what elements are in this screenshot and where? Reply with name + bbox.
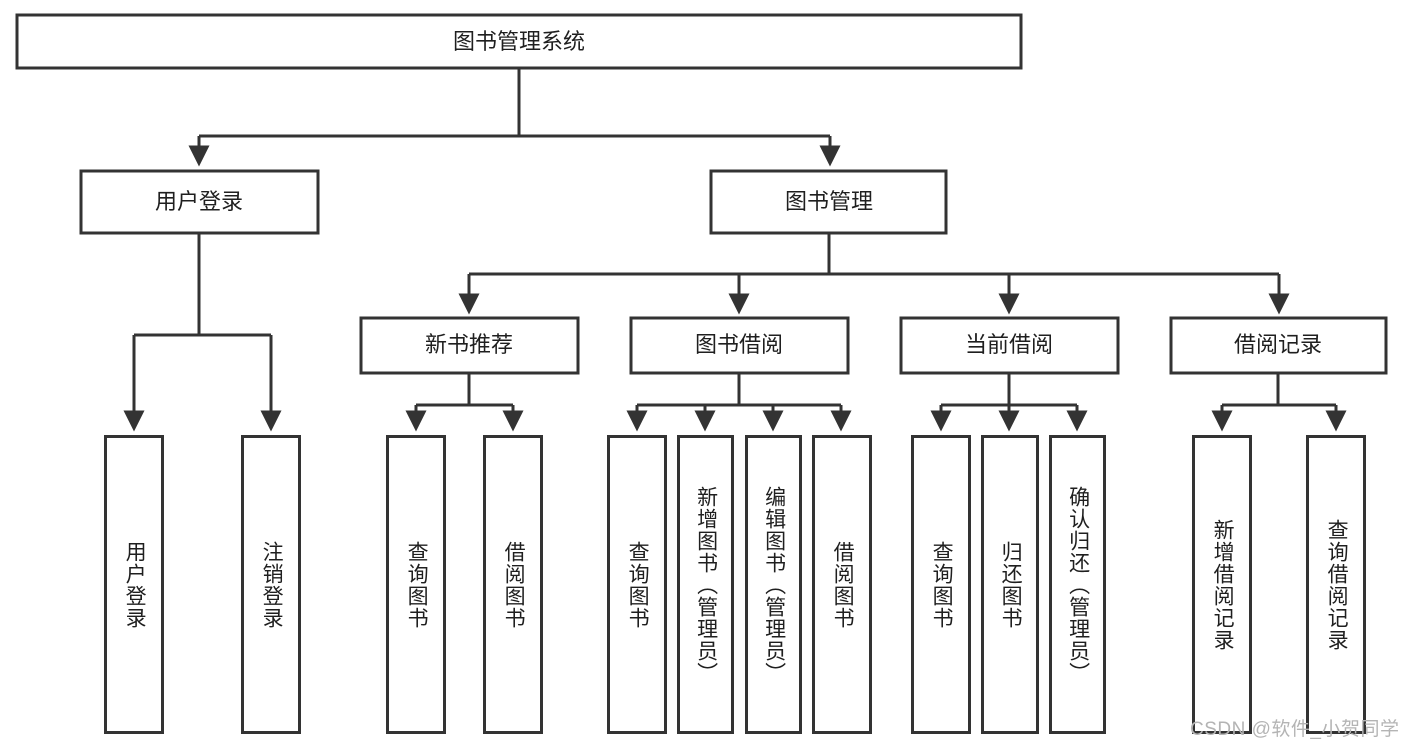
connector-user-login-to-leaves [123, 233, 282, 432]
node-new-book-recommend[interactable]: 新书推荐 [359, 316, 580, 375]
connector-book-management-to-level2 [458, 233, 1290, 315]
leaf-query-book-current[interactable]: 查询图书 [911, 435, 971, 734]
leaf-borrow-book-label: 借阅图书 [831, 540, 855, 629]
connector-root-to-level1 [188, 68, 841, 167]
leaf-borrow-book[interactable]: 借阅图书 [812, 435, 872, 734]
node-borrow-record-label: 借阅记录 [1234, 332, 1322, 357]
leaf-query-book-borrow[interactable]: 查询图书 [607, 435, 667, 734]
node-borrow-record[interactable]: 借阅记录 [1169, 316, 1388, 375]
leaf-edit-book-admin[interactable]: 编辑图书（管理员） [745, 435, 802, 734]
leaf-query-borrow-record-label: 查询借阅记录 [1325, 518, 1349, 651]
connector-book-borrow-to-leaves [626, 373, 852, 432]
connector-current-borrow-to-leaves [930, 373, 1088, 432]
node-book-borrow-label: 图书借阅 [695, 332, 783, 357]
leaf-query-book-current-label: 查询图书 [930, 540, 954, 629]
leaf-query-book-recommend[interactable]: 查询图书 [386, 435, 446, 734]
leaf-add-book-admin-label: 新增图书（管理员） [694, 485, 718, 684]
leaf-borrow-book-recommend-label: 借阅图书 [502, 540, 526, 629]
leaf-query-book-recommend-label: 查询图书 [405, 540, 429, 629]
csdn-watermark: CSDN @软件_小贺同学 [1190, 719, 1400, 740]
connector-borrow-record-to-leaves [1211, 373, 1347, 432]
connector-new-book-recommend-to-leaves [405, 373, 524, 432]
node-new-book-recommend-label: 新书推荐 [425, 332, 513, 357]
leaf-return-book[interactable]: 归还图书 [981, 435, 1039, 734]
leaf-edit-book-admin-label: 编辑图书（管理员） [762, 485, 786, 684]
leaf-add-borrow-record[interactable]: 新增借阅记录 [1192, 435, 1252, 734]
leaf-confirm-return-admin[interactable]: 确认归还（管理员） [1049, 435, 1106, 734]
node-book-management-label: 图书管理 [785, 189, 873, 214]
node-root-label: 图书管理系统 [453, 29, 585, 54]
leaf-return-book-label: 归还图书 [999, 540, 1023, 629]
leaf-borrow-book-recommend[interactable]: 借阅图书 [483, 435, 543, 734]
leaf-user-login-label: 用户登录 [123, 540, 147, 629]
node-current-borrow-label: 当前借阅 [965, 332, 1053, 357]
leaf-logout[interactable]: 注销登录 [241, 435, 301, 734]
node-user-login-label: 用户登录 [155, 189, 243, 214]
leaf-query-borrow-record[interactable]: 查询借阅记录 [1306, 435, 1366, 734]
node-book-management[interactable]: 图书管理 [709, 169, 948, 235]
leaf-user-login[interactable]: 用户登录 [104, 435, 164, 734]
node-root[interactable]: 图书管理系统 [15, 13, 1023, 70]
leaf-logout-label: 注销登录 [260, 540, 284, 629]
node-book-borrow[interactable]: 图书借阅 [629, 316, 850, 375]
node-current-borrow[interactable]: 当前借阅 [899, 316, 1120, 375]
leaf-add-borrow-record-label: 新增借阅记录 [1211, 518, 1235, 651]
node-user-login[interactable]: 用户登录 [79, 169, 320, 235]
leaf-add-book-admin[interactable]: 新增图书（管理员） [677, 435, 734, 734]
leaf-confirm-return-admin-label: 确认归还（管理员） [1066, 485, 1090, 684]
leaf-query-book-borrow-label: 查询图书 [626, 540, 650, 629]
